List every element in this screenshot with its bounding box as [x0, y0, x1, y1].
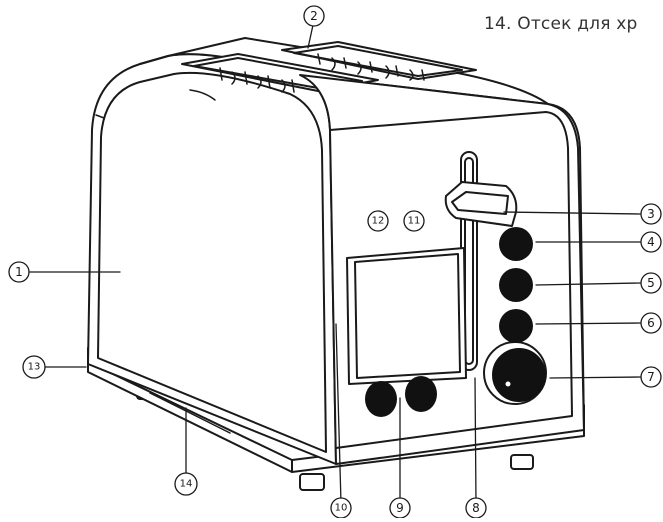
callout-labels	[8, 5, 662, 519]
display-screen	[346, 247, 467, 385]
leader-lines	[29, 24, 641, 504]
round-button-icon	[365, 381, 397, 417]
callout-9: 9	[396, 501, 404, 515]
callout-4: 4	[647, 235, 655, 249]
callout-11: 11	[408, 216, 421, 227]
round-button-icon	[499, 227, 533, 261]
callout-7: 7	[647, 370, 655, 384]
round-button-icon	[499, 268, 533, 302]
callout-13: 13	[28, 362, 41, 373]
callout-8: 8	[472, 501, 480, 515]
function-buttons[interactable]	[365, 227, 533, 417]
side-panel	[87, 53, 337, 465]
callout-3: 3	[647, 207, 655, 221]
callout-6: 6	[647, 316, 655, 330]
callout-12: 12	[372, 216, 385, 227]
dial-knob[interactable]	[483, 341, 547, 405]
round-button-icon	[499, 309, 533, 343]
caption-text: 14. Отсек для хр	[484, 14, 638, 34]
callout-14: 14	[180, 479, 193, 490]
round-button-icon	[405, 376, 437, 412]
callout-2: 2	[310, 9, 318, 23]
callout-5: 5	[647, 276, 655, 290]
callout-1: 1	[15, 265, 23, 279]
callout-10: 10	[335, 503, 348, 514]
